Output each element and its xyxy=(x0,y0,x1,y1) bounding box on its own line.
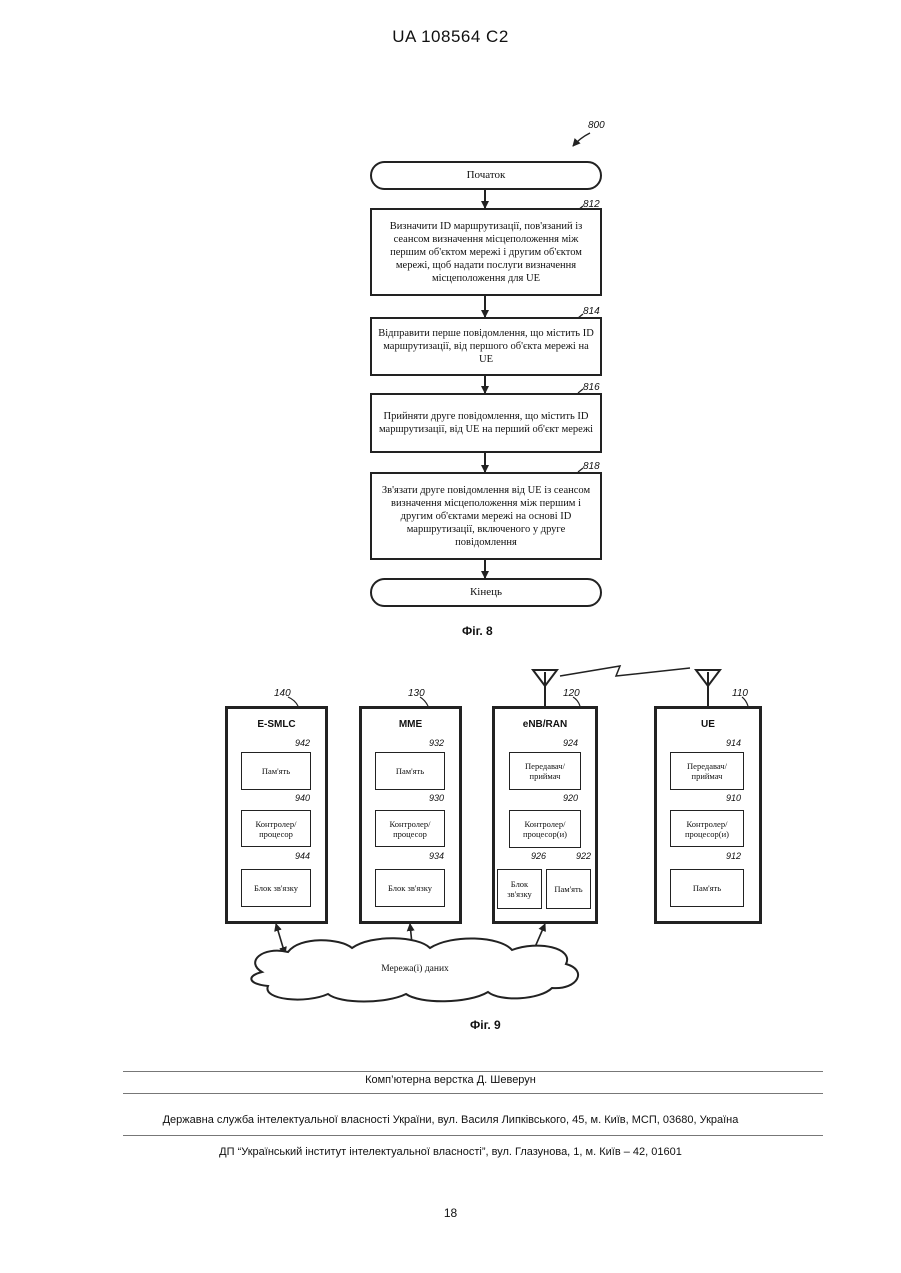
block-ref-922: 922 xyxy=(576,851,591,861)
comm-block: Блок зв'язку xyxy=(241,869,311,907)
memory-block: Пам'ять xyxy=(670,869,744,907)
entity-title: E-SMLC xyxy=(228,719,325,730)
flow-start: Початок xyxy=(370,161,602,190)
flow-step-816: Прийняти друге повідомлення, що містить … xyxy=(370,393,602,453)
transceiver-block: Передавач/ приймач xyxy=(670,752,744,790)
footer-divider xyxy=(123,1135,823,1136)
controller-block: Контролер/ процесор(и) xyxy=(670,810,744,847)
network-label: Мережа(і) даних xyxy=(330,964,500,974)
entity-ref-140: 140 xyxy=(274,688,291,699)
block-ref-914: 914 xyxy=(726,738,741,748)
controller-block: Контролер/ процесор(и) xyxy=(509,810,581,848)
controller-block: Контролер/ процесор xyxy=(241,810,311,847)
fig9-caption: Фіг. 9 xyxy=(470,1018,501,1032)
fig8-ref: 800 xyxy=(588,120,605,131)
footer-institute: ДП “Український інститут інтелектуальної… xyxy=(0,1146,901,1158)
block-ref-934: 934 xyxy=(429,851,444,861)
entity-ref-130: 130 xyxy=(408,688,425,699)
footer-layout: Комп’ютерна верстка Д. Шеверун xyxy=(0,1074,901,1086)
flow-step-814: Відправити перше повідомлення, що містит… xyxy=(370,317,602,376)
block-ref-942: 942 xyxy=(295,738,310,748)
footer-divider xyxy=(123,1093,823,1094)
entity-ref-110: 110 xyxy=(732,688,748,699)
block-ref-912: 912 xyxy=(726,851,741,861)
block-ref-932: 932 xyxy=(429,738,444,748)
block-ref-930: 930 xyxy=(429,793,444,803)
footer-divider xyxy=(123,1071,823,1072)
entity-ref-120: 120 xyxy=(563,688,580,699)
fig8-caption: Фіг. 8 xyxy=(462,624,493,638)
flow-end: Кінець xyxy=(370,578,602,607)
memory-block: Пам'ять xyxy=(241,752,311,790)
step-ref-818: 818 xyxy=(583,461,600,472)
comm-block: Блок зв'язку xyxy=(497,869,542,909)
block-ref-926: 926 xyxy=(531,851,546,861)
flow-step-812: Визначити ID маршрутизації, пов'язаний і… xyxy=(370,208,602,296)
entity-title: UE xyxy=(657,719,759,730)
entity-title: MME xyxy=(362,719,459,730)
comm-block: Блок зв'язку xyxy=(375,869,445,907)
block-ref-944: 944 xyxy=(295,851,310,861)
block-ref-924: 924 xyxy=(563,738,578,748)
flow-step-818: Зв'язати друге повідомлення від UE із се… xyxy=(370,472,602,560)
entity-title: eNB/RAN xyxy=(495,719,595,730)
step-ref-814: 814 xyxy=(583,306,600,317)
transceiver-block: Передавач/ приймач xyxy=(509,752,581,790)
block-ref-940: 940 xyxy=(295,793,310,803)
step-ref-816: 816 xyxy=(583,382,600,393)
page-number: 18 xyxy=(0,1206,901,1220)
memory-block: Пам'ять xyxy=(546,869,591,909)
controller-block: Контролер/ процесор xyxy=(375,810,445,847)
footer-agency: Державна служба інтелектуальної власност… xyxy=(0,1114,901,1126)
memory-block: Пам'ять xyxy=(375,752,445,790)
block-ref-920: 920 xyxy=(563,793,578,803)
block-ref-910: 910 xyxy=(726,793,741,803)
